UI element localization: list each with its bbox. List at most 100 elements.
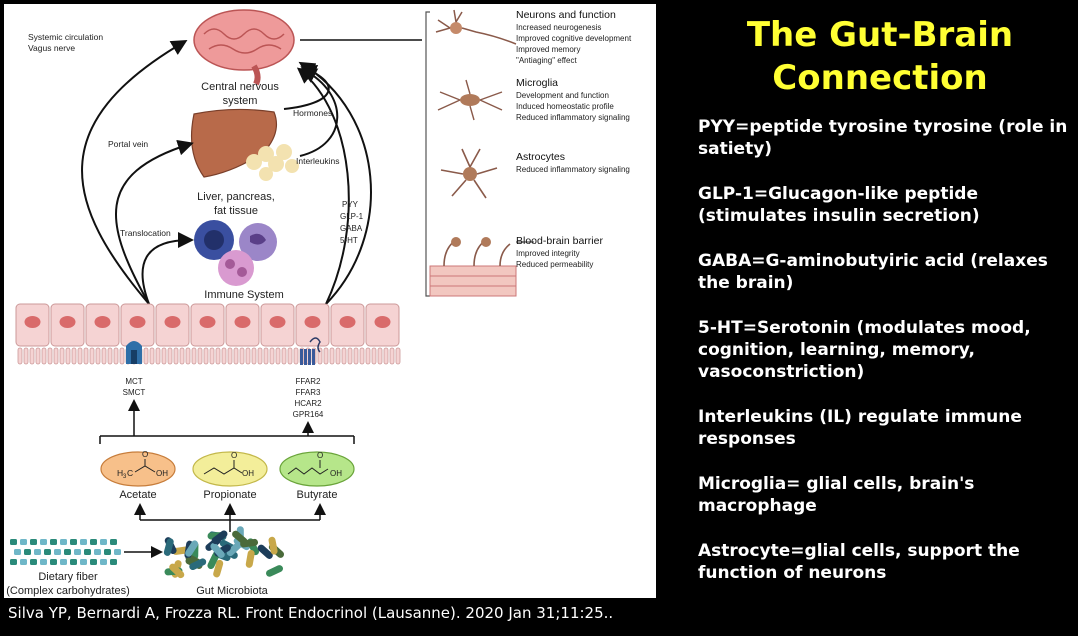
gut-cell-nucleus xyxy=(199,316,216,328)
microvillus xyxy=(275,347,281,365)
microvillus xyxy=(155,347,161,365)
mct-label: MCT xyxy=(125,377,142,386)
fiber-unit xyxy=(30,539,37,545)
gut-cell-nucleus xyxy=(304,316,321,328)
fiber-unit xyxy=(80,539,87,545)
gut-brain-diagram: Central nervous system Liver, pancreas, … xyxy=(4,4,656,598)
microvillus xyxy=(65,347,71,365)
panel-line: Increased neurogenesis xyxy=(516,23,601,32)
butyrate-o: O xyxy=(317,451,323,460)
fiber-unit xyxy=(94,549,101,555)
fiber-unit xyxy=(84,549,91,555)
acetate-h-sub: 3 xyxy=(123,474,127,480)
microvillus xyxy=(293,347,299,365)
fiber-unit xyxy=(110,539,117,545)
microvillus xyxy=(191,347,197,365)
fiber-unit xyxy=(44,549,51,555)
microvillus xyxy=(263,347,269,365)
panel-line: Improved integrity xyxy=(516,249,580,258)
bacterium xyxy=(257,544,273,559)
fiber-unit xyxy=(10,559,17,565)
microvillus xyxy=(167,347,173,365)
microvillus xyxy=(17,347,23,365)
fiber-unit xyxy=(64,549,71,555)
microvillus xyxy=(233,347,239,365)
ffar3-label: FFAR3 xyxy=(296,388,321,397)
propionate-oh: OH xyxy=(242,469,254,478)
microvillus xyxy=(245,347,251,365)
panel-line: Induced homeostatic profile xyxy=(516,102,614,111)
microvillus xyxy=(239,347,245,365)
microbiota-label: Gut Microbiota xyxy=(196,585,268,597)
gut-cell-nucleus xyxy=(164,316,181,328)
panel-title: Blood-brain barrier xyxy=(516,235,603,247)
microvillus xyxy=(161,347,167,365)
fiber-unit xyxy=(70,559,77,565)
microvillus xyxy=(335,347,341,365)
microvillus xyxy=(185,347,191,365)
butyrate-label: Butyrate xyxy=(297,489,338,501)
microvillus xyxy=(47,347,53,365)
fiber-unit xyxy=(100,539,107,545)
note-gaba: GABA=G-aminobutyiric acid (relaxes the b… xyxy=(698,251,1048,293)
acetate-o: O xyxy=(142,450,148,459)
microvillus xyxy=(209,347,215,365)
panel-line: Improved memory xyxy=(516,45,580,54)
fiber-unit xyxy=(14,549,21,555)
microvillus xyxy=(35,347,41,365)
panel-line: Reduced permeability xyxy=(516,260,593,269)
bacterium xyxy=(169,563,185,579)
gpr164-label: GPR164 xyxy=(293,410,324,419)
gut-cell-nucleus xyxy=(129,316,146,328)
note-microglia: Microglia= glial cells, brain's macropha… xyxy=(698,474,975,516)
systemic-label: Systemic circulation xyxy=(28,32,103,42)
microvillus xyxy=(53,347,59,365)
microvillus xyxy=(329,347,335,365)
slide-title: The Gut-Brain Connection xyxy=(720,14,1040,100)
note-astrocyte: Astrocyte=glial cells, support the funct… xyxy=(698,541,1020,583)
portal-vein-label: Portal vein xyxy=(108,139,148,149)
microvillus xyxy=(341,347,347,365)
pyy-label: PYY xyxy=(342,200,359,209)
microvillus xyxy=(257,347,263,365)
neuron-icon xyxy=(435,9,517,45)
fiber-unit xyxy=(70,539,77,545)
fiber-unit xyxy=(10,539,17,545)
microvillus xyxy=(251,347,257,365)
acetate-oh: OH xyxy=(156,469,168,478)
microvillus xyxy=(359,347,365,365)
fiber-unit xyxy=(24,549,31,555)
hormones-label: Hormones xyxy=(293,108,332,118)
fiber-unit xyxy=(50,559,57,565)
fiber-unit xyxy=(20,539,27,545)
microvillus xyxy=(23,347,29,365)
panel-title: Astrocytes xyxy=(516,151,565,163)
translocation-label: Translocation xyxy=(120,228,171,238)
microvillus xyxy=(389,347,395,365)
fiber-label-2: (Complex carbohydrates) xyxy=(6,585,130,597)
microvillus xyxy=(197,347,203,365)
bacterium xyxy=(211,530,228,545)
brain-icon xyxy=(193,9,295,86)
liver-label-1: Liver, pancreas, xyxy=(197,191,275,203)
acetate-c: C xyxy=(127,468,133,478)
acetate-molecule: H 3 C O OH xyxy=(100,450,176,487)
fiber-unit xyxy=(100,559,107,565)
microvillus xyxy=(149,347,155,365)
microvillus xyxy=(173,347,179,365)
5ht-label: 5-HT xyxy=(340,236,358,245)
gut-cell-nucleus xyxy=(269,316,286,328)
acetate-h: H xyxy=(117,468,123,478)
hcar2-label: HCAR2 xyxy=(294,399,322,408)
fiber-unit xyxy=(114,549,121,555)
microvillus xyxy=(71,347,77,365)
gut-cell-nucleus xyxy=(374,316,391,328)
fiber-unit xyxy=(60,539,67,545)
fiber-unit xyxy=(80,559,87,565)
mct-transporter-icon xyxy=(126,341,142,364)
microvillus xyxy=(215,347,221,365)
microvillus xyxy=(323,347,329,365)
ffar2-label: FFAR2 xyxy=(296,377,321,386)
gut-cell-nucleus xyxy=(339,316,356,328)
glp1-label: GLP-1 xyxy=(340,212,364,221)
